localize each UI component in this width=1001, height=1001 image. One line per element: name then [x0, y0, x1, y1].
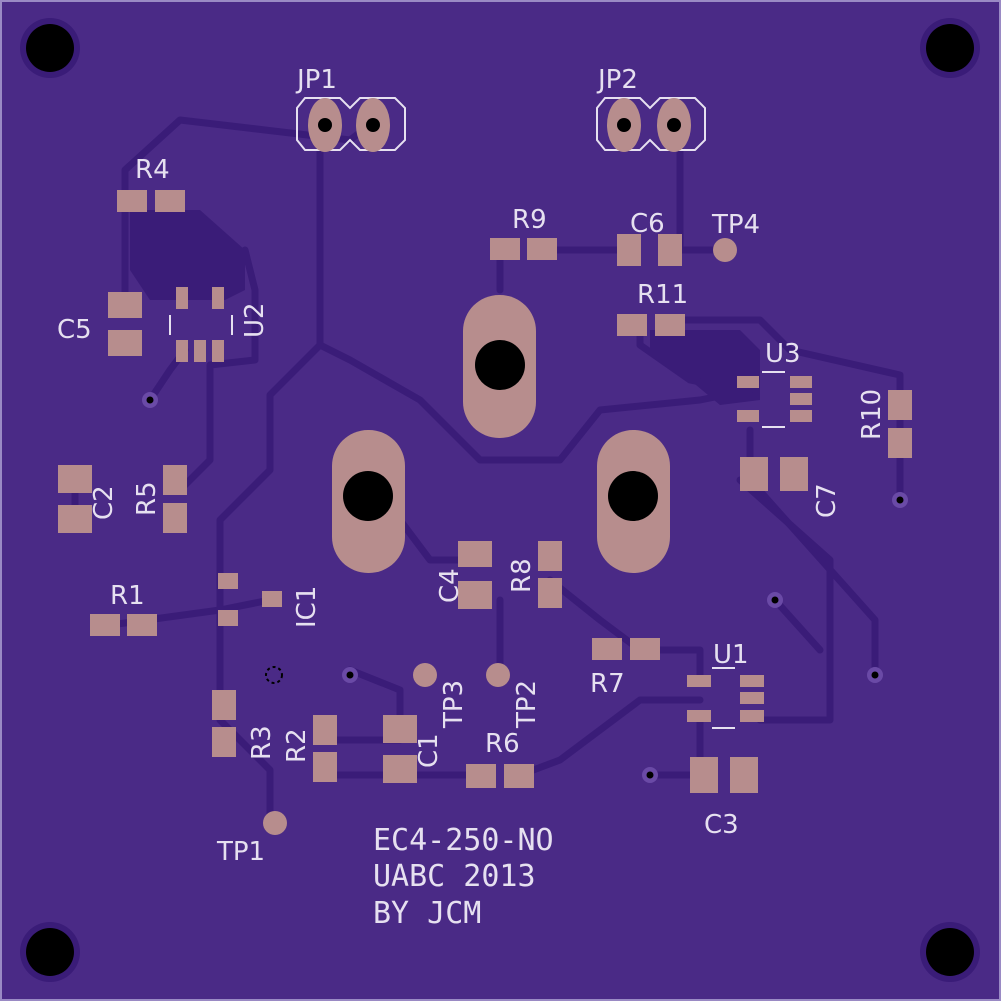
label-c2: C2 [89, 485, 119, 520]
label-c4: C4 [435, 568, 465, 603]
label-r4: R4 [135, 155, 170, 185]
jumper-jp2 [596, 97, 706, 152]
label-r9: R9 [512, 205, 547, 235]
label-ic1: IC1 [292, 586, 322, 628]
test-points [263, 238, 737, 835]
label-c3: C3 [704, 810, 739, 840]
mounting-holes [20, 18, 980, 982]
label-u1: U1 [713, 640, 749, 670]
label-u2: U2 [240, 302, 270, 338]
component-labels: JP1 JP2 R4 R9 C6 TP4 R11 C5 U2 U3 R10 C2… [57, 65, 887, 867]
label-tp4: TP4 [711, 210, 760, 240]
board-text-line2: UABC 2013 [373, 859, 536, 894]
label-r3: R3 [247, 725, 277, 760]
vias [142, 392, 908, 783]
label-r8: R8 [507, 558, 537, 593]
label-r6: R6 [485, 729, 520, 759]
label-tp1: TP1 [216, 837, 265, 867]
silkscreen-outlines [169, 315, 785, 729]
label-r7: R7 [590, 669, 625, 699]
label-r11: R11 [637, 280, 688, 310]
label-u3: U3 [765, 339, 801, 369]
board-text: EC4-250-NO UABC 2013 BY JCM [373, 823, 554, 931]
board-text-line1: EC4-250-NO [373, 823, 554, 858]
label-r2: R2 [282, 728, 312, 763]
smd-pads [58, 190, 912, 793]
tht-pads [332, 295, 670, 573]
jumper-jp1 [296, 97, 406, 152]
label-jp1: JP1 [295, 65, 337, 95]
label-r1: R1 [110, 581, 145, 611]
label-c1: C1 [414, 733, 444, 768]
label-tp2: TP2 [512, 680, 542, 729]
label-r5: R5 [132, 481, 162, 516]
label-c5: C5 [57, 315, 92, 345]
label-jp2: JP2 [596, 65, 638, 95]
label-tp3: TP3 [439, 680, 469, 729]
label-c7: C7 [812, 483, 842, 518]
label-r10: R10 [857, 389, 887, 440]
board-text-line3: BY JCM [373, 896, 481, 931]
label-c6: C6 [630, 209, 665, 239]
